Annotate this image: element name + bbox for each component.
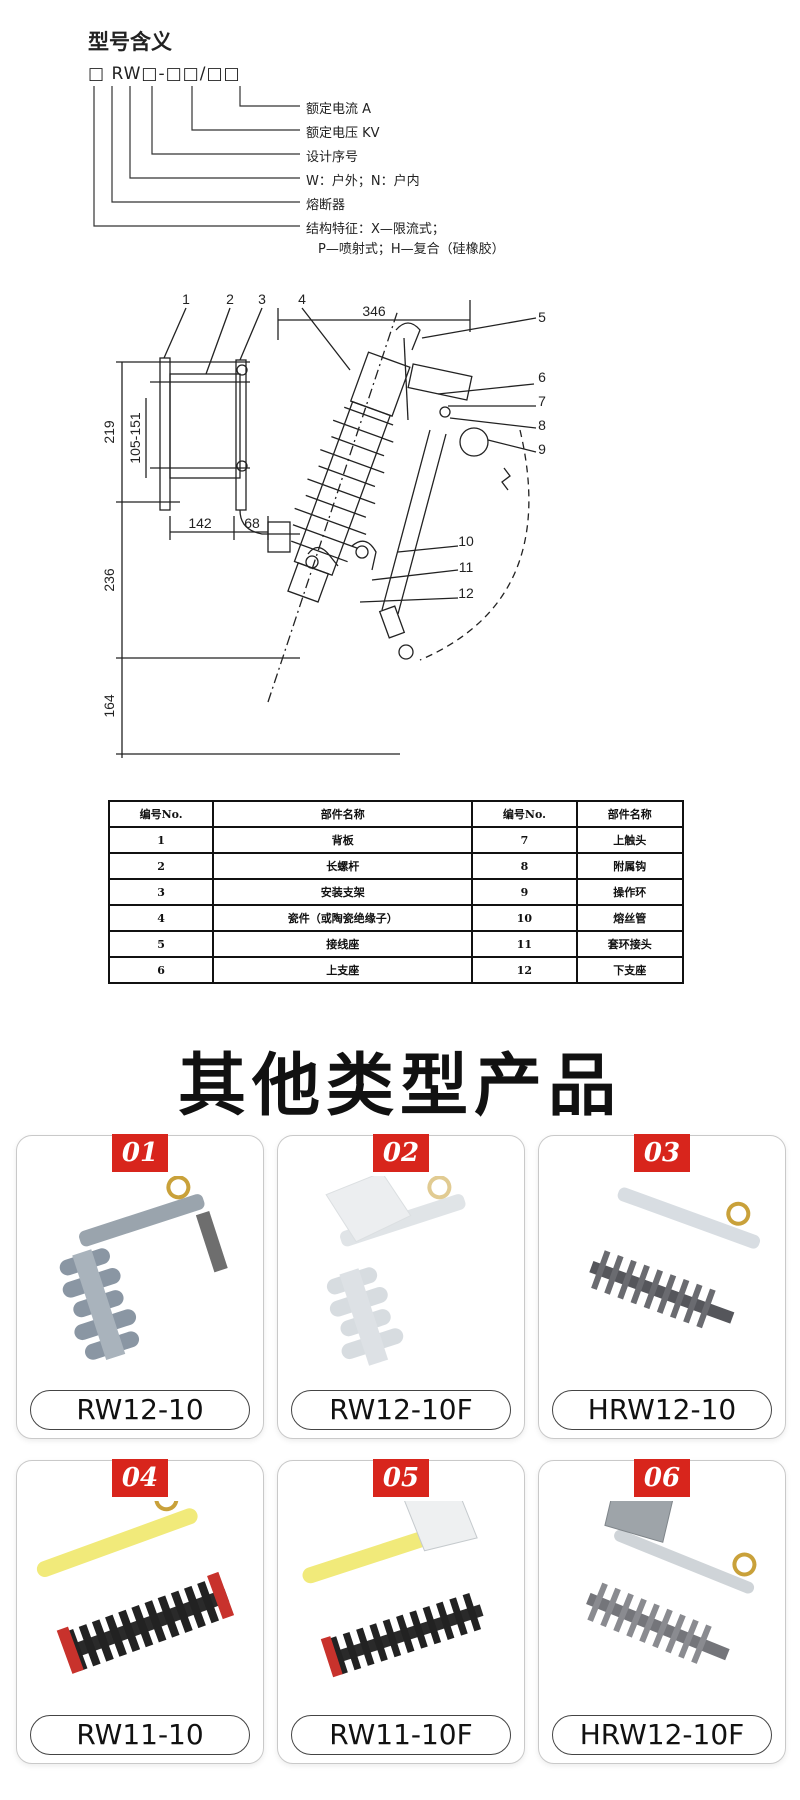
table-cell: 1 xyxy=(107,826,215,854)
product-number-badge: 01 xyxy=(112,1134,168,1172)
dim-68: 68 xyxy=(244,515,260,531)
other-products-title: 其他类型产品 xyxy=(177,1047,622,1126)
callout-7: 7 xyxy=(538,393,546,409)
table-row: 1 背板 7 上触头 xyxy=(107,826,685,854)
callout-4: 4 xyxy=(298,291,306,307)
callout-12: 12 xyxy=(458,585,474,601)
model-code: □ RW□-□□/□□ xyxy=(88,64,241,84)
table-cell: 12 xyxy=(471,956,578,984)
table-cell: 6 xyxy=(107,956,215,984)
model-leader-lines xyxy=(93,86,300,227)
product-name-pill: RW11-10F xyxy=(291,1715,511,1755)
table-cell: 4 xyxy=(107,904,215,932)
table-header-row: 编号No. 部件名称 编号No. 部件名称 xyxy=(107,800,685,828)
dim-236: 236 xyxy=(101,568,117,592)
callout-1: 1 xyxy=(182,291,190,307)
product-image-rw11-10 xyxy=(36,1501,235,1674)
table-row: 3 安装支架 9 操作环 xyxy=(107,878,685,906)
model-meaning-title: 型号含义 xyxy=(88,30,172,54)
header-no-1: 编号No. xyxy=(107,800,215,828)
fuse-technical-drawing: 1 2 3 4 5 6 7 8 9 10 11 12 346 142 68 21… xyxy=(101,291,546,758)
product-image-rw12-10f xyxy=(325,1176,466,1366)
lead-structure: 结构特征：X—限流式； xyxy=(306,222,445,237)
dim-164: 164 xyxy=(101,694,117,718)
product-name-pill: RW11-10 xyxy=(30,1715,250,1755)
table-cell: 5 xyxy=(107,930,215,958)
product-card-3[interactable]: 03 HRW12-10 xyxy=(538,1134,786,1439)
product-card-2[interactable]: 02 RW12-10F xyxy=(277,1134,525,1439)
header-part-name-1: 部件名称 xyxy=(212,800,474,828)
product-image-rw11-10f xyxy=(302,1501,484,1678)
product-name-pill: RW12-10 xyxy=(30,1390,250,1430)
product-image-hrw12-10 xyxy=(589,1187,761,1329)
product-image-rw12-10 xyxy=(59,1176,228,1361)
table-cell: 瓷件（或陶瓷绝缘子） xyxy=(212,904,474,932)
product-card-5[interactable]: 05 RW11-10F xyxy=(277,1459,525,1764)
header-part-name-2: 部件名称 xyxy=(575,800,685,828)
product-number-badge: 04 xyxy=(112,1459,168,1497)
table-cell: 套环接头 xyxy=(575,930,685,958)
callout-11: 11 xyxy=(459,559,474,575)
table-cell: 熔丝管 xyxy=(575,904,685,932)
parts-table: 编号No. 部件名称 编号No. 部件名称 1 背板 7 上触头 2 长螺杆 8… xyxy=(107,800,685,984)
lead-rated-voltage: 额定电压 KV xyxy=(306,126,380,141)
table-cell: 2 xyxy=(107,852,215,880)
lead-structure-types: P—喷射式；H—复合（硅橡胶） xyxy=(318,242,505,257)
product-card-4[interactable]: 04 RW11-10 xyxy=(16,1459,264,1764)
dim-219: 219 xyxy=(101,420,117,444)
product-name-pill: HRW12-10 xyxy=(552,1390,772,1430)
product-card-6[interactable]: 06 HRW12-10F xyxy=(538,1459,786,1764)
table-cell: 背板 xyxy=(212,826,474,854)
callout-2: 2 xyxy=(226,291,234,307)
table-row: 4 瓷件（或陶瓷绝缘子） 10 熔丝管 xyxy=(107,904,685,932)
table-cell: 长螺杆 xyxy=(212,852,474,880)
table-row: 2 长螺杆 8 附属钩 xyxy=(107,852,685,880)
table-row: 5 接线座 11 套环接头 xyxy=(107,930,685,958)
dim-142: 142 xyxy=(188,515,212,531)
product-number-badge: 06 xyxy=(634,1459,690,1497)
table-cell: 8 xyxy=(471,852,578,880)
table-cell: 下支座 xyxy=(575,956,685,984)
table-cell: 7 xyxy=(471,826,578,854)
product-image-hrw12-10f xyxy=(586,1501,757,1664)
dim-346: 346 xyxy=(362,303,386,319)
callout-5: 5 xyxy=(538,309,546,325)
callout-6: 6 xyxy=(538,369,546,385)
product-number-badge: 02 xyxy=(373,1134,429,1172)
table-cell: 上支座 xyxy=(212,956,474,984)
header-no-2: 编号No. xyxy=(471,800,578,828)
product-number-badge: 05 xyxy=(373,1459,429,1497)
product-card-1[interactable]: 01 RW12-10 xyxy=(16,1134,264,1439)
callout-3: 3 xyxy=(258,291,266,307)
table-cell: 3 xyxy=(107,878,215,906)
product-name-pill: HRW12-10F xyxy=(552,1715,772,1755)
table-cell: 安装支架 xyxy=(212,878,474,906)
callout-9: 9 xyxy=(538,441,546,457)
lead-indoor-outdoor: W：户外；N：户内 xyxy=(306,174,420,189)
table-cell: 附属钩 xyxy=(575,852,685,880)
table-cell: 10 xyxy=(471,904,578,932)
lead-fuse: 熔断器 xyxy=(306,198,346,213)
dim-105-151: 105-151 xyxy=(127,412,143,464)
table-row: 6 上支座 12 下支座 xyxy=(107,956,685,984)
table-cell: 11 xyxy=(471,930,578,958)
product-number-badge: 03 xyxy=(634,1134,690,1172)
callout-8: 8 xyxy=(538,417,546,433)
callout-10: 10 xyxy=(458,533,474,549)
lead-design-number: 设计序号 xyxy=(306,150,359,165)
lead-rated-current: 额定电流 A xyxy=(306,102,372,117)
product-name-pill: RW12-10F xyxy=(291,1390,511,1430)
table-cell: 接线座 xyxy=(212,930,474,958)
table-cell: 操作环 xyxy=(575,878,685,906)
table-cell: 9 xyxy=(471,878,578,906)
table-cell: 上触头 xyxy=(575,826,685,854)
